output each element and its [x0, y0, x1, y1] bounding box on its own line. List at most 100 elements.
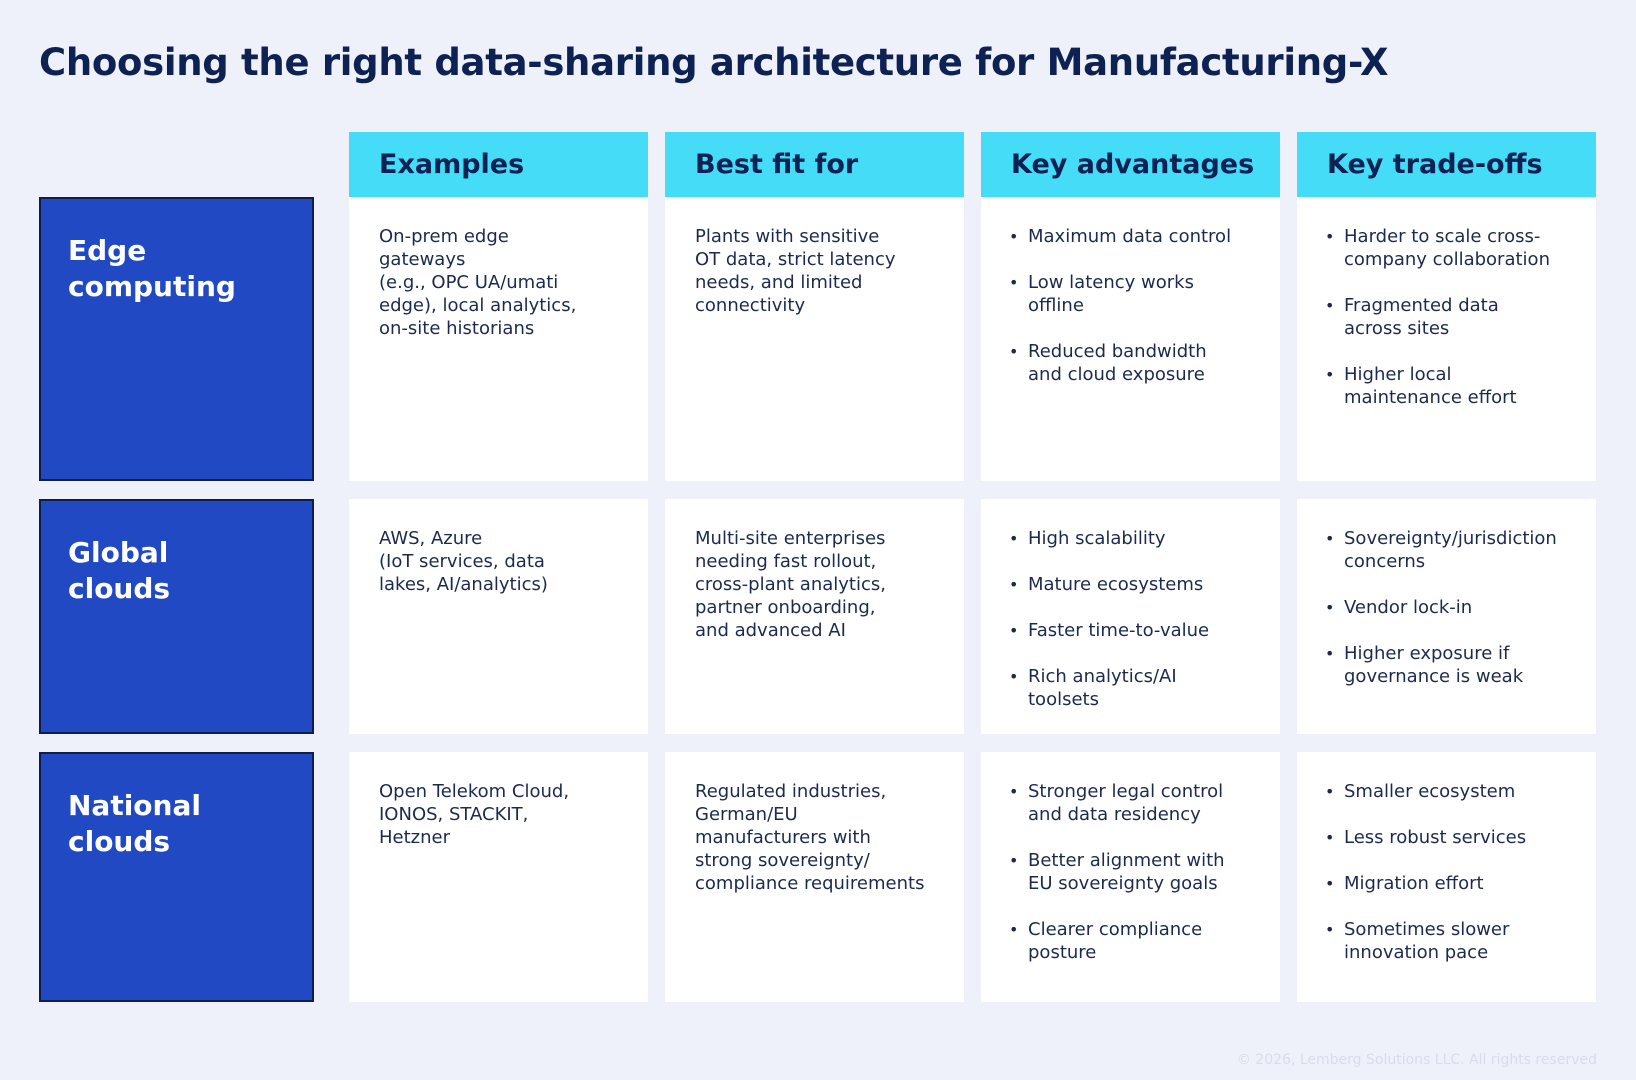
- cell-national-best-fit: Regulated industries, German/EU manufact…: [665, 752, 964, 1002]
- row-label-line: Edge: [68, 234, 147, 267]
- column-header-best-fit: Best fit for: [665, 132, 964, 197]
- bullet-text-line: Fragmented data: [1344, 295, 1499, 316]
- row-label-line: Global: [68, 536, 169, 569]
- cell-text-line: edge), local analytics,: [379, 295, 577, 316]
- bullet-item: Faster time-to-value: [1009, 619, 1260, 642]
- bullet-text-line: Rich analytics/AI: [1028, 666, 1177, 687]
- bullet-text-line: Reduced bandwidth: [1028, 341, 1207, 362]
- row-label-line: National: [68, 789, 201, 822]
- row-label-global-clouds: Global clouds: [39, 499, 314, 734]
- cell-text-line: strong sovereignty/: [695, 850, 870, 871]
- bullet-text-line: Migration effort: [1344, 873, 1484, 894]
- row-label-line: clouds: [68, 572, 171, 605]
- bullet-text-line: Better alignment with: [1028, 850, 1225, 871]
- bullet-text-line: Less robust services: [1344, 827, 1527, 848]
- bullet-text-line: governance is weak: [1344, 666, 1524, 687]
- page-title: Choosing the right data-sharing architec…: [39, 41, 1389, 84]
- bullet-text-line: innovation pace: [1344, 942, 1489, 963]
- bullet-list: High scalability Mature ecosystems Faste…: [1009, 527, 1260, 711]
- bullet-text-line: Low latency works: [1028, 272, 1194, 293]
- bullet-text-line: Higher exposure if: [1344, 643, 1510, 664]
- cell-text-line: needing fast rollout,: [695, 551, 877, 572]
- cell-edge-advantages: Maximum data control Low latency worksof…: [981, 197, 1280, 481]
- bullet-text-line: Stronger legal control: [1028, 781, 1224, 802]
- cell-text-line: Plants with sensitive: [695, 226, 880, 247]
- cell-text-line: and advanced AI: [695, 620, 846, 641]
- bullet-text-line: maintenance effort: [1344, 387, 1517, 408]
- cell-text-line: connectivity: [695, 295, 806, 316]
- column-header-tradeoffs: Key trade-offs: [1297, 132, 1596, 197]
- bullet-text-line: posture: [1028, 942, 1097, 963]
- bullet-text-line: and data residency: [1028, 804, 1201, 825]
- bullet-text-line: Sovereignty/jurisdiction: [1344, 528, 1557, 549]
- cell-text-line: on-site historians: [379, 318, 535, 339]
- cell-edge-tradeoffs: Harder to scale cross-company collaborat…: [1297, 197, 1596, 481]
- bullet-text-line: EU sovereignty goals: [1028, 873, 1218, 894]
- bullet-list: Harder to scale cross-company collaborat…: [1325, 225, 1576, 409]
- bullet-text-line: company collaboration: [1344, 249, 1550, 270]
- bullet-item: Smaller ecosystem: [1325, 780, 1576, 803]
- cell-national-tradeoffs: Smaller ecosystem Less robust services M…: [1297, 752, 1596, 1002]
- cell-text-line: Regulated industries,: [695, 781, 887, 802]
- bullet-text-line: Faster time-to-value: [1028, 620, 1210, 641]
- cell-text-line: (e.g., OPC UA/umati: [379, 272, 559, 293]
- row-label-line: clouds: [68, 825, 171, 858]
- cell-text-line: lakes, AI/analytics): [379, 574, 548, 595]
- cell-text-line: German/EU: [695, 804, 798, 825]
- bullet-item: Maximum data control: [1009, 225, 1260, 248]
- bullet-list: Smaller ecosystem Less robust services M…: [1325, 780, 1576, 964]
- bullet-text-line: Sometimes slower: [1344, 919, 1510, 940]
- bullet-text-line: toolsets: [1028, 689, 1099, 710]
- cell-text-line: Open Telekom Cloud,: [379, 781, 570, 802]
- bullet-text-line: and cloud exposure: [1028, 364, 1205, 385]
- copyright-footer: © 2026, Lemberg Solutions LLC. All right…: [1236, 1052, 1597, 1068]
- bullet-text-line: High scalability: [1028, 528, 1166, 549]
- cell-text-line: Multi-site enterprises: [695, 528, 886, 549]
- cell-global-examples: AWS, Azure (IoT services, data lakes, AI…: [349, 499, 648, 734]
- cell-global-best-fit: Multi-site enterprises needing fast roll…: [665, 499, 964, 734]
- column-header-advantages: Key advantages: [981, 132, 1280, 197]
- bullet-text-line: Mature ecosystems: [1028, 574, 1204, 595]
- bullet-text-line: offline: [1028, 295, 1084, 316]
- bullet-text-line: Clearer compliance: [1028, 919, 1203, 940]
- cell-edge-examples: On-prem edge gateways (e.g., OPC UA/umat…: [349, 197, 648, 481]
- cell-text-line: needs, and limited: [695, 272, 863, 293]
- cell-text-line: On-prem edge: [379, 226, 509, 247]
- cell-edge-best-fit: Plants with sensitive OT data, strict la…: [665, 197, 964, 481]
- bullet-text-line: Higher local: [1344, 364, 1452, 385]
- column-header-examples: Examples: [349, 132, 648, 197]
- bullet-item: Less robust services: [1325, 826, 1576, 849]
- bullet-item: Vendor lock-in: [1325, 596, 1576, 619]
- cell-text-line: Hetzner: [379, 827, 450, 848]
- bullet-text-line: Harder to scale cross-: [1344, 226, 1541, 247]
- bullet-item: Harder to scale cross-company collaborat…: [1325, 225, 1576, 271]
- bullet-item: Mature ecosystems: [1009, 573, 1260, 596]
- bullet-text-line: Smaller ecosystem: [1344, 781, 1516, 802]
- row-label-line: computing: [68, 270, 236, 303]
- cell-text-line: AWS, Azure: [379, 528, 483, 549]
- row-label-national-clouds: National clouds: [39, 752, 314, 1002]
- bullet-text-line: Vendor lock-in: [1344, 597, 1473, 618]
- bullet-item: High scalability: [1009, 527, 1260, 550]
- cell-text-line: IONOS, STACKIT,: [379, 804, 529, 825]
- cell-text-line: manufacturers with: [695, 827, 871, 848]
- bullet-text-line: concerns: [1344, 551, 1426, 572]
- bullet-list: Maximum data control Low latency worksof…: [1009, 225, 1260, 386]
- row-label-edge-computing: Edge computing: [39, 197, 314, 481]
- cell-national-examples: Open Telekom Cloud, IONOS, STACKIT, Hetz…: [349, 752, 648, 1002]
- bullet-text-line: Maximum data control: [1028, 226, 1232, 247]
